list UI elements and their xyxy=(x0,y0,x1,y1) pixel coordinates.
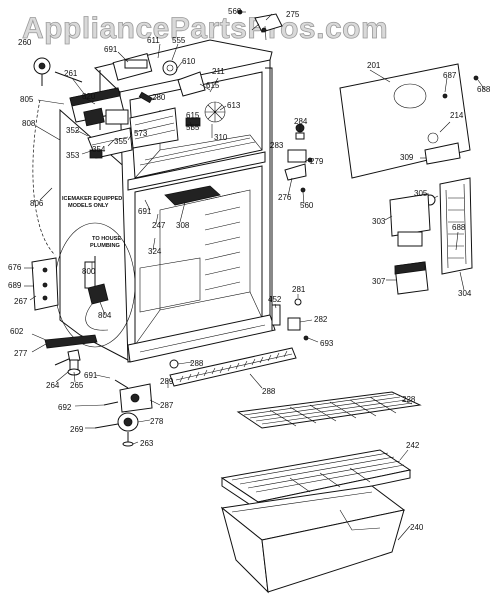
part-288-grille xyxy=(169,347,297,387)
part-307-bin xyxy=(394,261,429,295)
part-label: 214 xyxy=(450,111,464,120)
part-label: 240 xyxy=(410,523,424,532)
part-label: 615 xyxy=(186,111,200,120)
part-label: 284 xyxy=(294,117,308,126)
part-label: 611 xyxy=(147,36,160,45)
part-label: 282 xyxy=(314,315,328,324)
part-label: 260 xyxy=(18,38,32,47)
part-label: 276 xyxy=(278,193,292,202)
part-264-265-legs xyxy=(54,349,81,376)
part-label: 352 xyxy=(66,126,80,135)
part-label: 602 xyxy=(10,327,24,336)
part-label: 281 xyxy=(292,285,306,294)
part-label: 269 xyxy=(70,425,84,434)
part-label: 265 xyxy=(70,381,84,390)
plumbing-note-line1: TO HOUSE xyxy=(92,236,121,242)
part-275-hinge xyxy=(254,13,283,33)
part-label: 555 xyxy=(186,123,200,132)
part-label: 687 xyxy=(443,71,457,80)
part-label: 555 xyxy=(172,36,186,45)
part-label: 560 xyxy=(228,7,242,16)
part-label: 324 xyxy=(148,247,162,256)
part-label: 691 xyxy=(84,371,98,380)
icemaker-note-line1: ICEMAKER EQUIPPED xyxy=(62,196,122,202)
part-label: 308 xyxy=(176,221,190,230)
plumbing-detail xyxy=(32,99,136,348)
part-label: 610 xyxy=(182,57,196,66)
part-label: 307 xyxy=(372,277,386,286)
part-label: 303 xyxy=(372,217,386,226)
part-label: 305 xyxy=(414,189,428,198)
part-267-bracket xyxy=(31,257,59,311)
hinge-parts xyxy=(284,123,313,193)
part-label: 287 xyxy=(160,401,174,410)
control-assembly xyxy=(112,53,226,149)
part-label: 688 xyxy=(477,85,491,94)
part-label: 279 xyxy=(310,157,324,166)
part-label: 309 xyxy=(400,153,414,162)
part-label: 201 xyxy=(367,61,381,70)
part-label: 692 xyxy=(58,403,72,412)
part-label: 353 xyxy=(66,151,80,160)
watermark-text: AppliancePartsPros.com xyxy=(22,12,388,45)
part-label: 560 xyxy=(300,201,314,210)
part-label: 228 xyxy=(402,395,416,404)
part-label: 247 xyxy=(152,221,166,230)
part-label: 280 xyxy=(152,93,166,102)
part-label: 804 xyxy=(98,311,112,320)
part-label: 289 xyxy=(160,377,174,386)
part-label: 304 xyxy=(458,289,472,298)
part-label: 613 xyxy=(227,101,241,110)
part-label: 288 xyxy=(190,359,204,368)
part-label: 261 xyxy=(64,69,78,78)
part-label: 615 xyxy=(206,81,220,90)
part-303-bracket xyxy=(389,193,436,247)
part-label: 288 xyxy=(262,387,276,396)
part-label: 267 xyxy=(14,297,28,306)
icemaker-assembly xyxy=(69,87,133,159)
part-label: 355 xyxy=(114,137,128,146)
part-label: 820 xyxy=(82,92,96,101)
part-label: 452 xyxy=(268,295,282,304)
part-260-knob xyxy=(33,57,51,86)
plumbing-note-line2: PLUMBING xyxy=(90,243,120,249)
part-label: 264 xyxy=(46,381,60,390)
part-label: 800 xyxy=(82,267,96,276)
part-304-rail xyxy=(439,177,473,275)
part-label: 278 xyxy=(150,417,164,426)
part-label: 277 xyxy=(14,349,28,358)
part-label: 691 xyxy=(138,207,152,216)
part-277-panel xyxy=(44,334,98,349)
part-label: 806 xyxy=(30,199,44,208)
part-label: 275 xyxy=(286,10,300,19)
part-label: 808 xyxy=(22,119,36,128)
part-label: 354 xyxy=(92,145,106,154)
part-label: 805 xyxy=(20,95,34,104)
part-label: 688 xyxy=(452,223,466,232)
part-label: 263 xyxy=(140,439,154,448)
part-278-wheel xyxy=(94,412,139,447)
part-287-roller xyxy=(103,379,153,413)
part-label: 242 xyxy=(406,441,420,450)
part-201-door-liner xyxy=(339,63,479,179)
part-240-crisper-drawer xyxy=(220,485,406,594)
hinge-bottom xyxy=(271,298,309,341)
part-label: 573 xyxy=(134,129,148,138)
part-label: 676 xyxy=(8,263,22,272)
part-label: 693 xyxy=(320,339,334,348)
part-label: 283 xyxy=(270,141,284,150)
part-label: 211 xyxy=(212,67,225,76)
leader-lines xyxy=(24,11,486,541)
part-label: 310 xyxy=(214,133,228,142)
part-label: 691 xyxy=(104,45,118,54)
icemaker-note-line2: MODELS ONLY xyxy=(68,203,109,209)
part-label: 689 xyxy=(8,281,22,290)
part-228-shelf xyxy=(236,391,422,429)
part-labels: 560 275 260 691 611 555 610 261 211 201 … xyxy=(8,7,491,532)
